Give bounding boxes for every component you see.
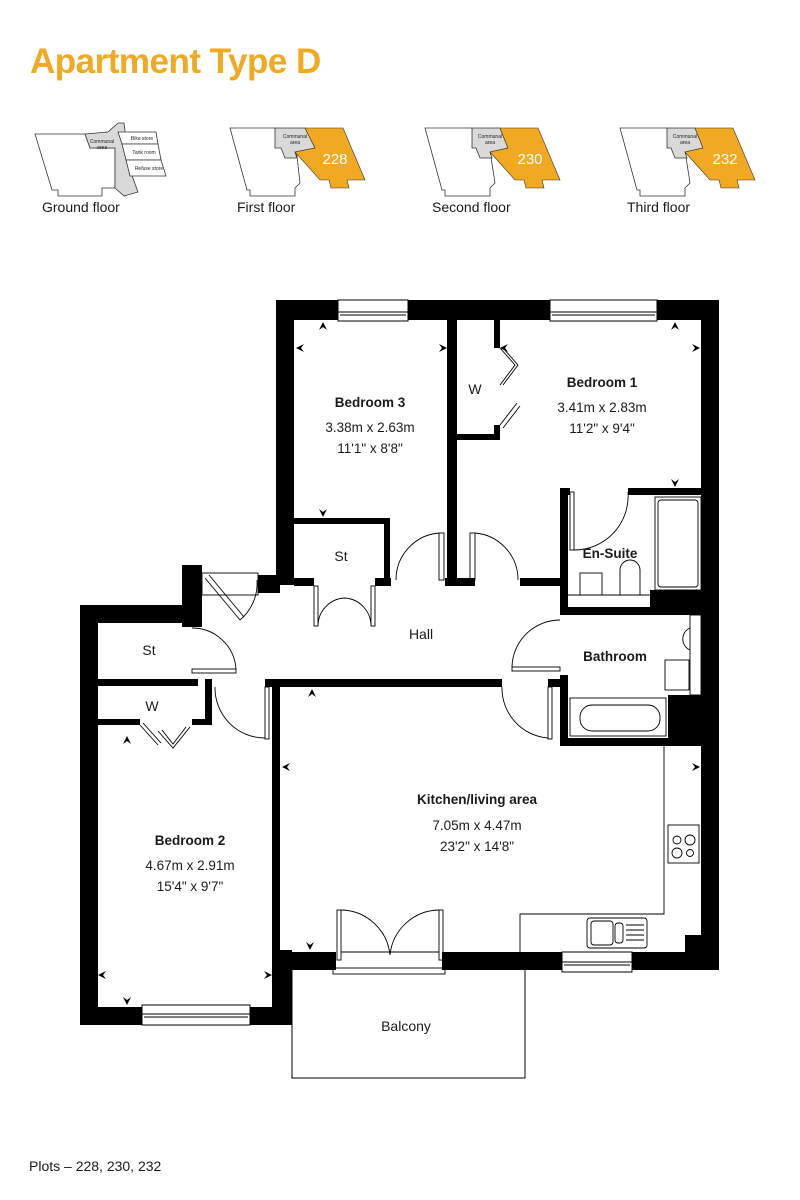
plot-number: 232: [712, 151, 737, 168]
svg-text:area: area: [485, 140, 495, 146]
bedroom-2-metric: 4.67m x 2.91m: [145, 858, 234, 873]
svg-text:area: area: [97, 145, 107, 151]
key-label-third: Third floor: [627, 199, 691, 215]
windows: [141, 299, 658, 1026]
svg-text:area: area: [290, 140, 300, 146]
dimension-arrows: [98, 322, 700, 1005]
hall-name: Hall: [409, 626, 433, 642]
third-floor-key-diagram: Communal area 232: [619, 127, 756, 197]
bedroom-3-metric: 3.38m x 2.63m: [325, 420, 414, 435]
key-plan-first-floor: Communal area 228 First floor: [225, 118, 395, 223]
bathroom-name: Bathroom: [583, 649, 647, 664]
bedroom-3-imperial: 11'1" x 8'8": [337, 441, 403, 456]
key-label-first: First floor: [237, 199, 296, 215]
walls: [80, 300, 719, 1025]
key-label-ground: Ground floor: [42, 199, 120, 215]
kitchen-fittings: [519, 746, 700, 952]
refuse-store-label: Refuse store: [135, 166, 164, 172]
bedroom-2-imperial: 15'4" x 9'7": [157, 879, 224, 894]
kitchen-metric: 7.05m x 4.47m: [432, 818, 521, 833]
key-label-second: Second floor: [432, 199, 511, 215]
store-1-name: St: [334, 548, 347, 564]
tank-room-label: Tank room: [132, 150, 155, 156]
plots-footer: Plots – 228, 230, 232: [29, 1158, 162, 1174]
plot-number: 230: [517, 151, 542, 168]
balcony-name: Balcony: [381, 1018, 431, 1034]
bedroom-1-metric: 3.41m x 2.83m: [557, 400, 646, 415]
key-plan-second-floor: Communal area 230 Second floor: [420, 118, 590, 223]
kitchen-imperial: 23'2" x 14'8": [440, 839, 514, 854]
store-2-name: St: [142, 642, 155, 658]
ground-floor-key-diagram: Communal area Bike store Tank room Refus…: [34, 122, 167, 197]
bedroom-3-name: Bedroom 3: [335, 395, 406, 410]
room-labels: Bedroom 3 3.38m x 2.63m 11'1" x 8'8" Bed…: [142, 375, 646, 1034]
balcony: [291, 970, 526, 1079]
bedroom-2-name: Bedroom 2: [155, 833, 226, 848]
page-title: Apartment Type D: [30, 42, 321, 81]
en-suite-name: En-Suite: [583, 546, 638, 561]
communal-area-label: Communal: [673, 134, 697, 140]
bike-store-label: Bike store: [131, 136, 153, 142]
doors: [139, 347, 629, 975]
communal-area-label: Communal: [478, 134, 502, 140]
plot-number: 228: [322, 151, 347, 168]
kitchen-name: Kitchen/living area: [417, 792, 538, 807]
bedroom-1-name: Bedroom 1: [567, 375, 638, 390]
bedroom-1-imperial: 11'2" x 9'4": [569, 421, 635, 436]
first-floor-key-diagram: Communal area 228: [229, 127, 366, 197]
second-floor-key-diagram: Communal area 230: [424, 127, 561, 197]
bathroom-fittings: [568, 496, 702, 737]
svg-text:area: area: [680, 140, 690, 146]
wardrobe-1-name: W: [468, 381, 482, 397]
wardrobe-2-name: W: [145, 698, 159, 714]
key-plan-ground-floor: Communal area Bike store Tank room Refus…: [30, 118, 200, 223]
key-plan-third-floor: Communal area 232 Third floor: [615, 118, 785, 223]
communal-area-label: Communal: [283, 134, 307, 140]
communal-area-label: Communal: [90, 139, 114, 145]
